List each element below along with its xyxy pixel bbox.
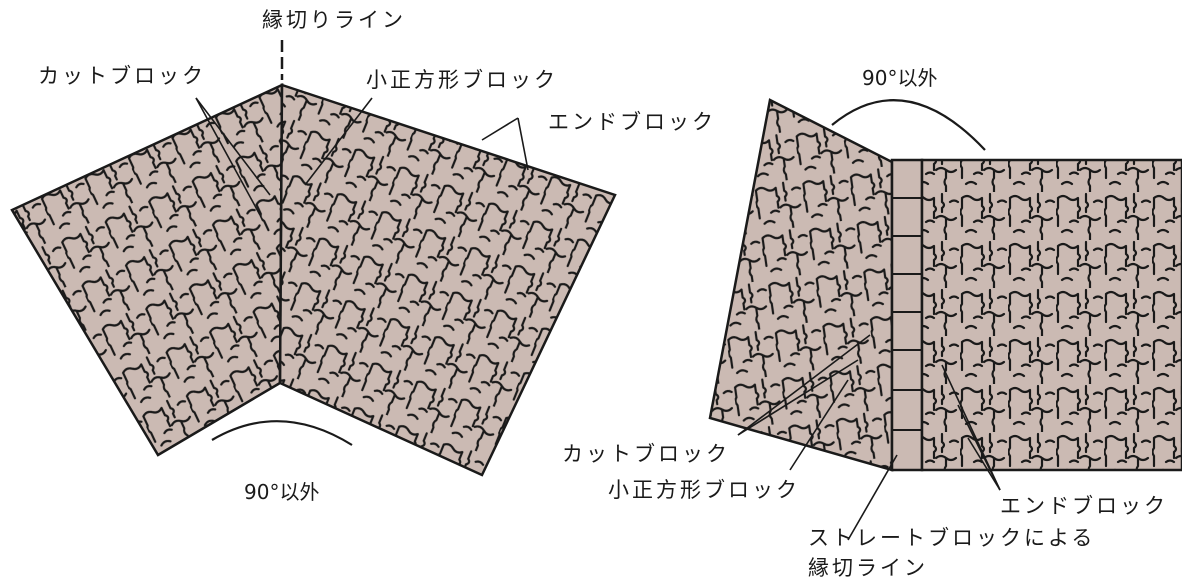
left-angle-arc [211,420,353,446]
right-straight-edge-leader [847,454,898,541]
left-edge-cut-line-label: 縁切りライン [262,8,406,32]
left-small-square-block-label: 小正方形ブロック [366,68,558,92]
left-cut-block-leader-1 [195,97,271,196]
right-cut-block-leader-1 [737,334,871,436]
right-cut-block-leader-2 [737,359,859,436]
left-cut-block-leader-2 [195,97,261,216]
right-angle-arc [831,99,986,151]
left-end-block-leader-1 [481,117,519,141]
left-end-block-label: エンドブロック [548,110,716,134]
straight-block-edge-label-line-1: ストレートブロックによる [808,526,1096,550]
right-paving-main-panel [920,158,1182,472]
left-end-block-leader-2 [517,117,529,171]
right-small-square-block-label: 小正方形ブロック [608,478,800,502]
left-small-square-leader [304,97,373,186]
right-angle-label: 90°以外 [862,66,938,90]
left-edge-cut-line [278,84,284,384]
left-paving-right-panel [278,83,617,477]
straight-block-edge-label-line-2: 縁切ライン [808,556,928,580]
left-paving-diagram [10,40,617,477]
right-end-block-leader-3 [967,437,1001,491]
right-paving-angled-panel [708,98,894,472]
straight-block-edge-strip [890,158,924,472]
right-end-block-leader-2 [957,404,1001,491]
right-cut-block-label: カットブロック [562,442,730,466]
right-paving-diagram [708,98,1182,541]
right-small-square-leader [789,379,849,471]
left-angle-label: 90°以外 [244,480,320,504]
right-end-block-label: エンドブロック [1000,494,1168,518]
straight-block-joints [892,197,922,431]
left-cut-block-label: カットブロック [38,64,206,88]
left-paving-left-panel [10,83,284,457]
